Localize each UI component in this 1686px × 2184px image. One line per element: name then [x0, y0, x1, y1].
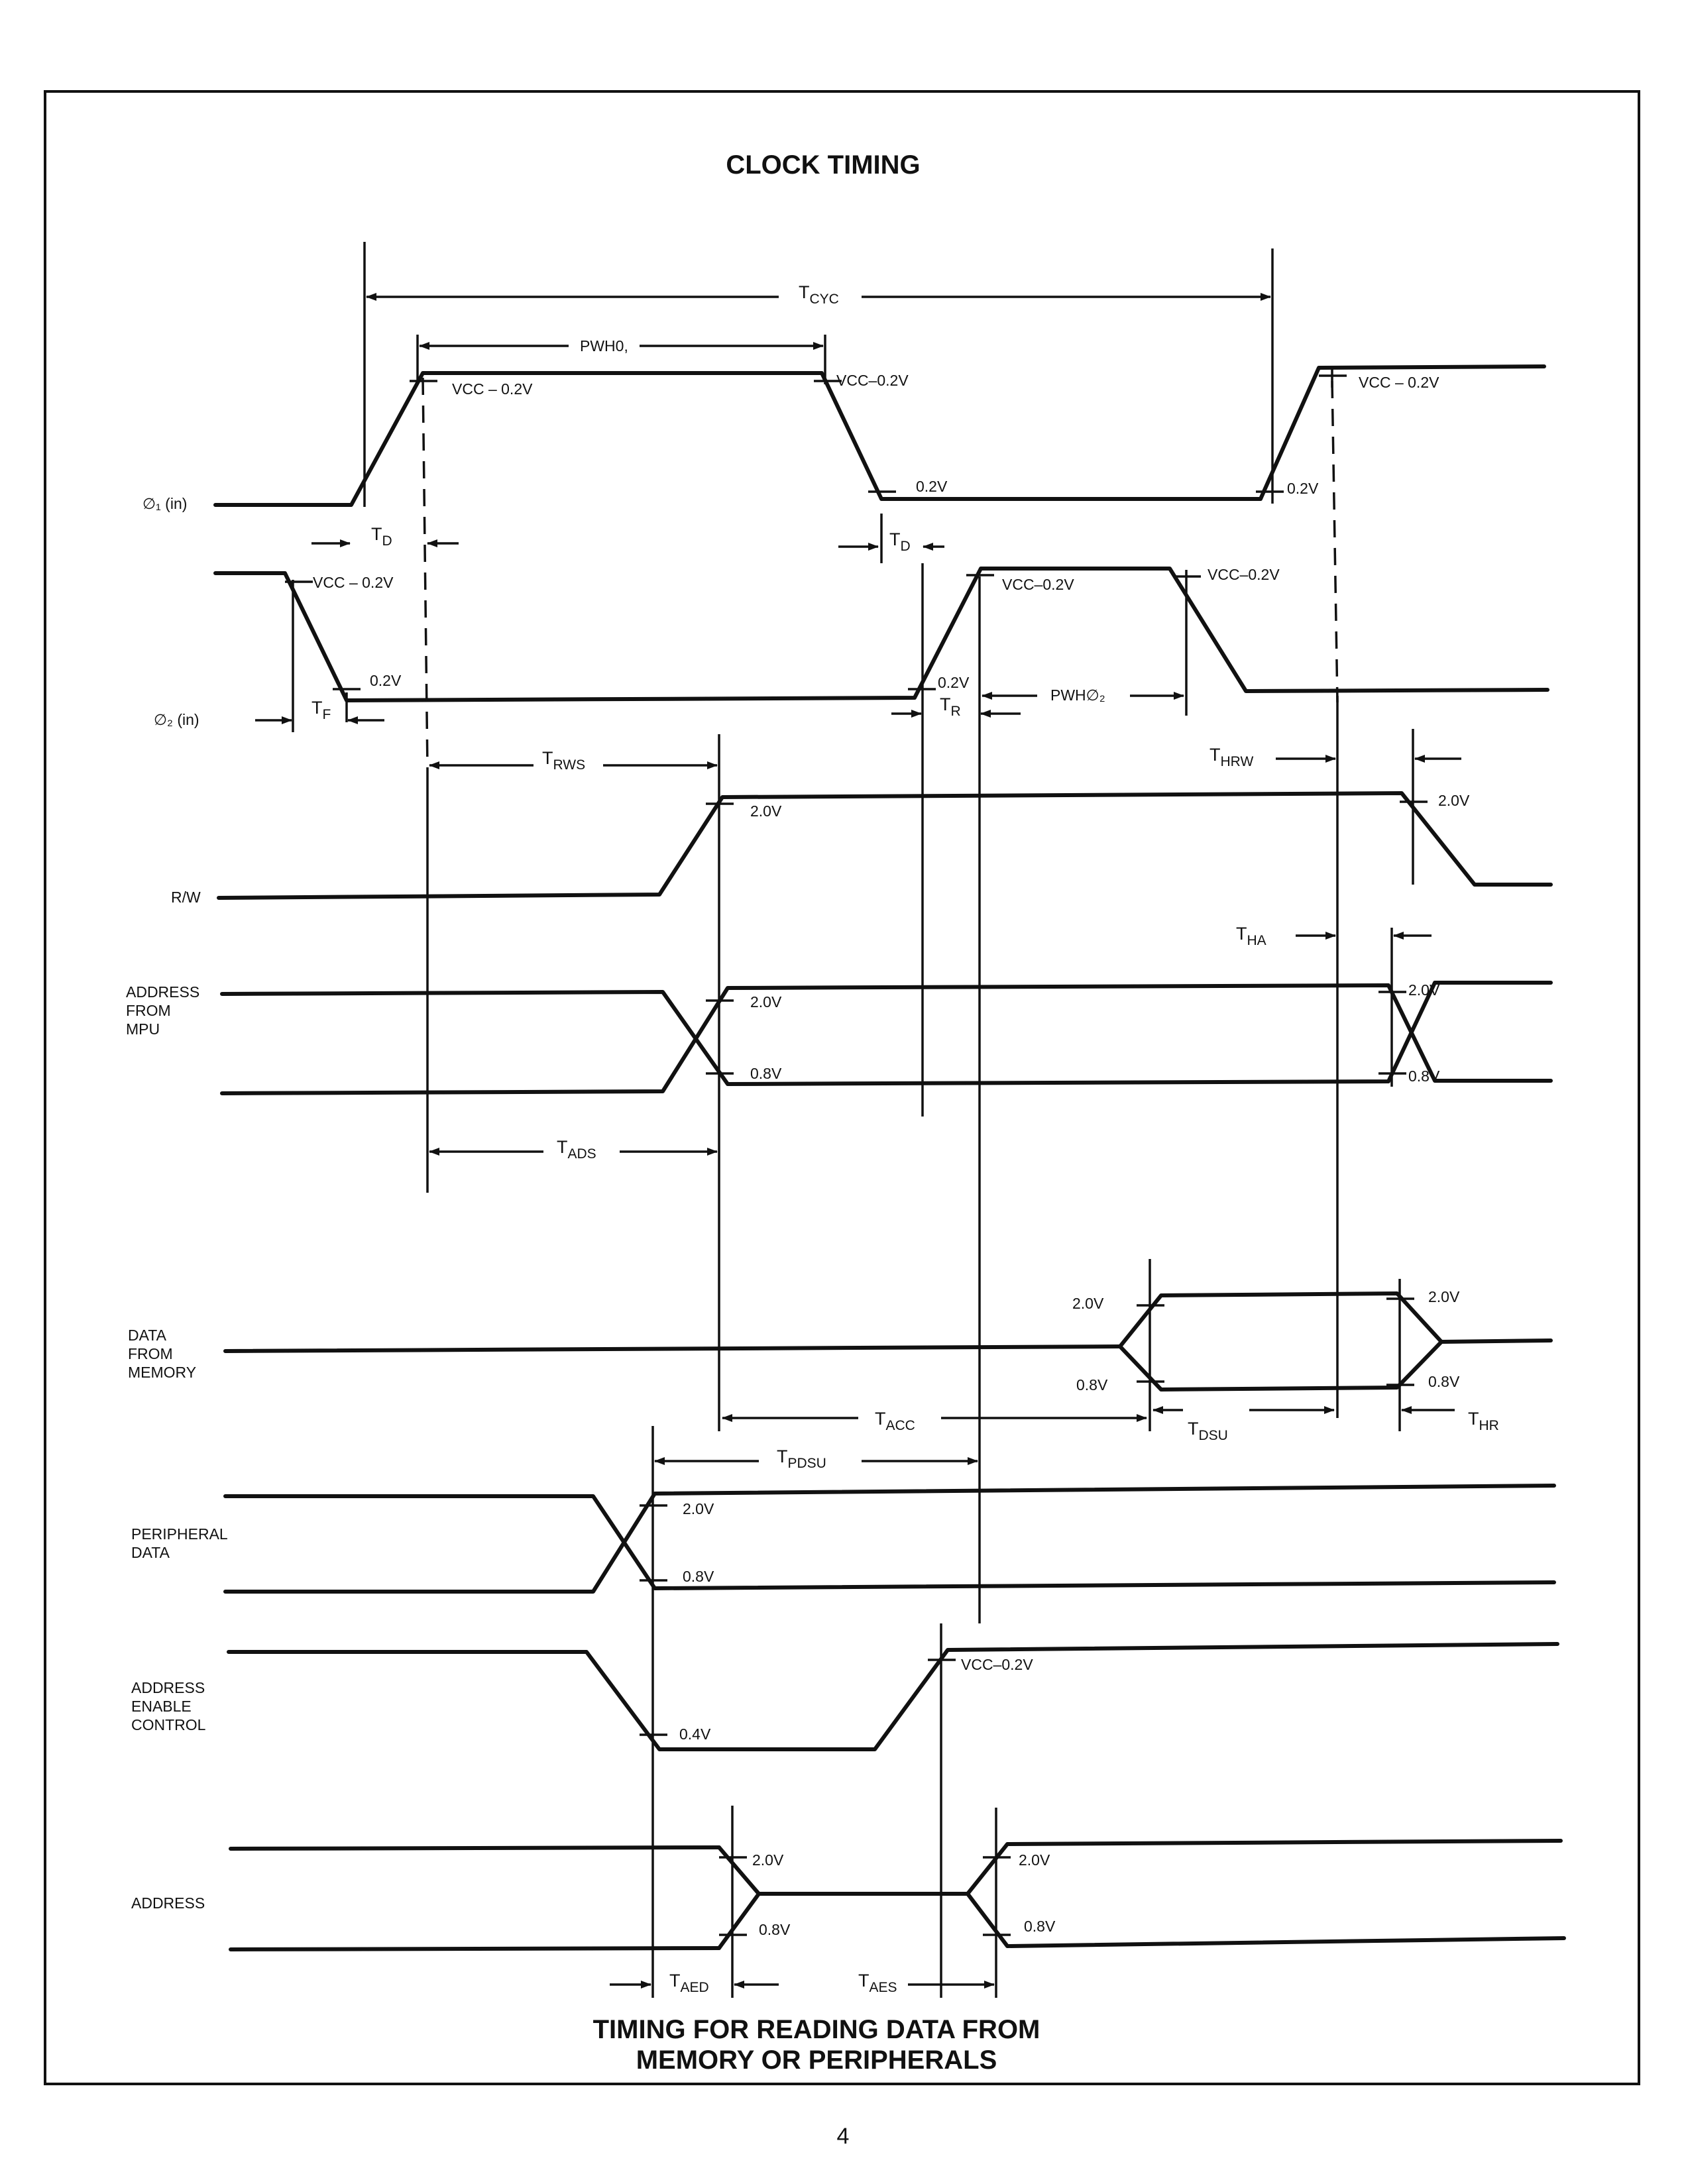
- address-label: ADDRESS: [131, 1894, 205, 1912]
- volt-phi1-fall-high: VCC–0.2V: [836, 372, 909, 389]
- tr-label: TR: [940, 694, 961, 719]
- volt-phi1-fall-low: 0.2V: [916, 478, 948, 495]
- address-left: [229, 1845, 721, 1851]
- address-lower-left: [229, 1946, 721, 1951]
- volt-addr-20-left: 2.0V: [752, 1851, 784, 1869]
- volt-pd-20: 2.0V: [683, 1500, 714, 1517]
- volt-dm-20-right: 2.0V: [1428, 1288, 1460, 1305]
- rw-waveform: [217, 791, 1553, 900]
- volt-aec-vcc: VCC–0.2V: [961, 1656, 1033, 1673]
- rw-label: R/W: [171, 889, 201, 906]
- tads-label: TADS: [557, 1137, 596, 1162]
- data-memory-left: [223, 1344, 1122, 1353]
- dimension-arrows: [255, 293, 1461, 1989]
- thr-label: THR: [1468, 1409, 1499, 1433]
- volt-phi2-rise-high: VCC–0.2V: [1002, 576, 1074, 593]
- tpdsu-label: TPDSU: [777, 1447, 826, 1471]
- address-float-lower: [717, 1892, 1566, 1950]
- pwh2-label: PWH∅₂: [1050, 686, 1105, 704]
- aec-label-2: ENABLE: [131, 1698, 192, 1715]
- threshold-ticks: [285, 374, 1428, 1936]
- volt-aec-04: 0.4V: [679, 1725, 711, 1743]
- address-mpu-label-3: MPU: [126, 1020, 160, 1038]
- tha-label: THA: [1236, 924, 1266, 948]
- taes-label: TAES: [858, 1971, 897, 1995]
- caption-line-2: MEMORY OR PERIPHERALS: [636, 2046, 997, 2075]
- aec-label-1: ADDRESS: [131, 1679, 205, 1696]
- volt-amp-08-right: 0.8V: [1408, 1067, 1440, 1085]
- peripheral-label-2: DATA: [131, 1544, 170, 1561]
- voltage-labels: VCC – 0.2V VCC–0.2V 0.2V 0.2V VCC – 0.2V…: [313, 372, 1470, 1938]
- page-number: 4: [837, 2124, 850, 2149]
- address-float-upper: [717, 1839, 1563, 1896]
- volt-amp-20-right: 2.0V: [1408, 981, 1440, 999]
- volt-rw-rise: 2.0V: [750, 802, 782, 820]
- reference-lines: [292, 242, 1414, 1998]
- volt-amp-20-left: 2.0V: [750, 993, 782, 1010]
- aec-label-3: CONTROL: [131, 1716, 206, 1733]
- caption-line-1: TIMING FOR READING DATA FROM: [593, 2015, 1040, 2044]
- timing-labels: TCYC PWH0, TD TD TF TR PWH∅₂ TRWS THRW T…: [311, 282, 1499, 1995]
- volt-phi1-rise2-low: 0.2V: [1287, 480, 1319, 497]
- volt-dm-20-left: 2.0V: [1072, 1295, 1104, 1312]
- tf-label: TF: [311, 698, 331, 722]
- volt-pd-08: 0.8V: [683, 1568, 714, 1585]
- address-mpu-upper: [220, 981, 1553, 1086]
- waveforms: [213, 364, 1566, 1951]
- volt-phi2-fall2-high: VCC–0.2V: [1208, 566, 1280, 583]
- phi2-waveform: [213, 567, 1549, 702]
- volt-phi2-rise-low: 0.2V: [938, 674, 970, 691]
- tcyc-label: TCYC: [799, 282, 839, 307]
- phi1-waveform: [213, 364, 1546, 507]
- peripheral-lower: [223, 1484, 1556, 1594]
- peripheral-label-1: PERIPHERAL: [131, 1525, 228, 1543]
- pwh1-label: PWH0,: [580, 337, 628, 355]
- taed-label: TAED: [669, 1971, 709, 1995]
- data-memory-upper: [1118, 1291, 1443, 1348]
- tacc-label: TACC: [875, 1409, 915, 1433]
- volt-addr-08-left: 0.8V: [759, 1921, 791, 1938]
- volt-addr-08-right: 0.8V: [1024, 1918, 1056, 1935]
- phi1-label: ∅₁ (in): [142, 495, 187, 512]
- signal-labels: ∅₁ (in) ∅₂ (in) R/W ADDRESS FROM MPU DAT…: [126, 495, 228, 1912]
- data-memory-lower: [1118, 1340, 1443, 1392]
- page-title: CLOCK TIMING: [726, 150, 920, 180]
- thrw-label: THRW: [1209, 745, 1253, 769]
- volt-rw-fall: 2.0V: [1438, 792, 1470, 809]
- peripheral-upper: [223, 1494, 1556, 1590]
- address-mpu-label-2: FROM: [126, 1002, 171, 1019]
- phi2-label: ∅₂ (in): [154, 711, 199, 728]
- td-left-label: TD: [371, 524, 392, 549]
- data-memory-label-1: DATA: [128, 1327, 167, 1344]
- td-right-label: TD: [889, 529, 911, 554]
- data-memory-label-2: FROM: [128, 1345, 173, 1362]
- data-memory-right: [1439, 1338, 1553, 1344]
- volt-phi1-rise-high: VCC – 0.2V: [452, 380, 533, 398]
- address-mpu-label-1: ADDRESS: [126, 983, 199, 1001]
- data-memory-label-3: MEMORY: [128, 1364, 196, 1381]
- volt-phi2-fall-low: 0.2V: [370, 672, 402, 689]
- volt-dm-08-left: 0.8V: [1076, 1376, 1108, 1393]
- volt-dm-08-right: 0.8V: [1428, 1373, 1460, 1390]
- volt-addr-20-right: 2.0V: [1019, 1851, 1050, 1869]
- aec-waveform: [227, 1642, 1559, 1751]
- address-mpu-lower: [220, 983, 1553, 1095]
- trws-label: TRWS: [542, 748, 585, 773]
- volt-amp-08-left: 0.8V: [750, 1065, 782, 1082]
- volt-phi2-fall-high: VCC – 0.2V: [313, 574, 394, 591]
- volt-phi1-rise2-high: VCC – 0.2V: [1359, 374, 1439, 391]
- tdsu-label: TDSU: [1188, 1419, 1228, 1443]
- page-frame: [44, 90, 1640, 2085]
